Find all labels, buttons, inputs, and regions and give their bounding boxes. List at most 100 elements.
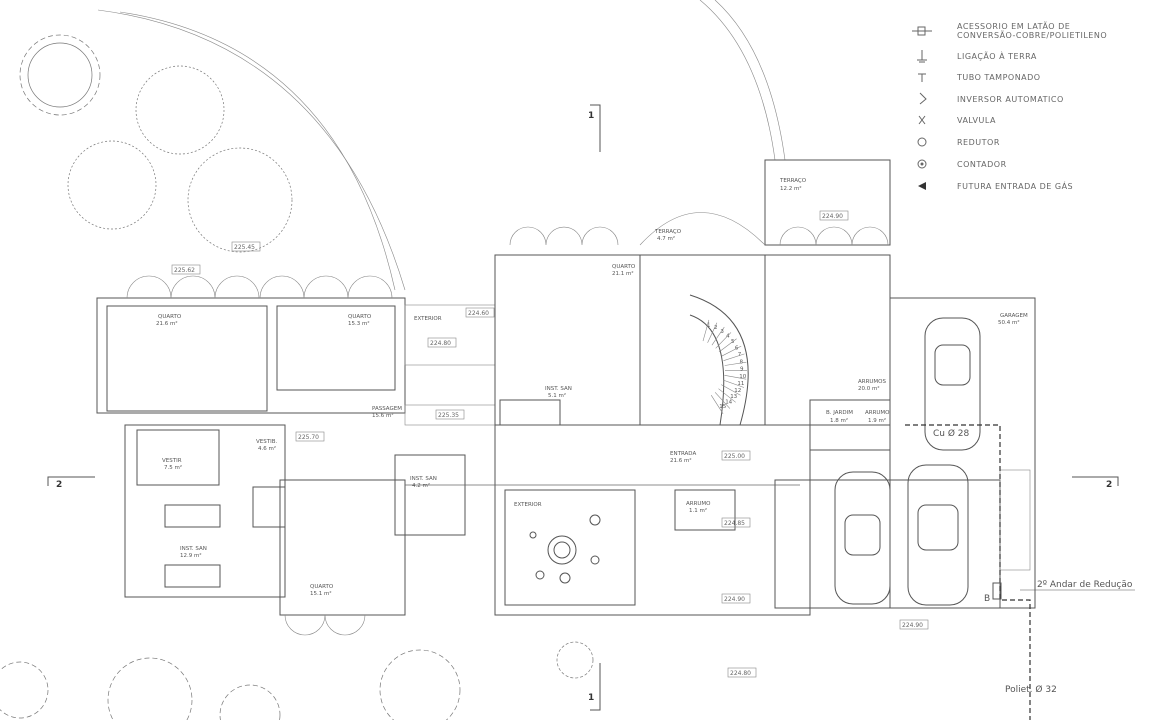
room-quarto-1-name: QUARTO	[158, 314, 182, 320]
room-terraco-1-name: TERRAÇO	[654, 229, 682, 235]
room-garagem-name: GARAGEM	[1000, 313, 1028, 319]
legend-item-3: TUBO TAMPONADO	[956, 73, 1041, 82]
stair-step-number: 10	[739, 374, 746, 380]
room-vestib-area: 4.6 m²	[258, 445, 276, 452]
room-arrumo-1-name: ARRUMO	[686, 501, 711, 507]
level-12: 224.80	[730, 670, 751, 677]
walls	[96, 159, 1036, 616]
b-mark: B	[984, 594, 990, 604]
level-4: 224.60	[468, 310, 489, 317]
stair-tread	[702, 319, 710, 342]
room-vestib-name: VESTIB.	[256, 439, 277, 445]
room-arrumo-1-area: 1.1 m²	[689, 507, 707, 514]
pipe-label: Cu Ø 28	[933, 428, 970, 439]
annotations: Cu Ø 28 2º Andar de Redução B Poliet. Ø …	[933, 428, 1135, 695]
room-instsan-2-area: 4.2 m²	[412, 482, 430, 489]
section-1-bottom: 1	[588, 693, 594, 703]
stair-tread	[714, 392, 731, 409]
stair-step-number: 7	[738, 352, 742, 358]
level-markers: 225.45 225.62 224.80 224.60 225.70 225.3…	[171, 210, 929, 678]
stair-step-number: 2	[714, 325, 718, 331]
level-7: 224.90	[822, 213, 843, 220]
room-exterior-2: EXTERIOR	[514, 502, 542, 508]
stair-step-number: 4	[726, 334, 730, 340]
trees-bottom	[0, 641, 594, 720]
stair-step-number: 15	[719, 404, 726, 410]
room-passagem-area: 15.6 m²	[372, 412, 394, 419]
stair-tread	[718, 388, 736, 403]
stair-tread	[707, 322, 718, 343]
level-9: 224.85	[724, 520, 745, 527]
site-arcs	[97, 0, 786, 291]
stair-step-number: 5	[731, 339, 735, 345]
section-2-left: 2	[56, 480, 62, 490]
valve-icon	[918, 115, 926, 125]
trees-top	[19, 34, 293, 253]
stair-tread	[715, 332, 732, 349]
room-terraco-2-area: 12.2 m²	[780, 185, 802, 192]
room-vestir-name: VESTIR	[162, 458, 182, 464]
courtyard-fountain	[529, 514, 601, 584]
stair-tread	[721, 384, 741, 396]
legend: ACESSORIO EM LATÃO DE CONVERSÃO-COBRE/PO…	[912, 21, 1107, 191]
room-bjardim-area: 1.8 m²	[830, 417, 848, 424]
level-6: 225.35	[438, 412, 459, 419]
inverter-icon	[919, 92, 927, 105]
room-quarto-3-area: 21.1 m²	[612, 270, 634, 277]
legend-item-1-line2: CONVERSÃO-COBRE/POLIETILENO	[957, 30, 1107, 40]
stair-step-number: 11	[737, 381, 744, 387]
room-terraco-1-area: 4.7 m²	[657, 235, 675, 242]
polietileno-label: Poliet. Ø 32	[1005, 684, 1057, 695]
ground-icon	[917, 50, 927, 63]
stair-step-number: 1	[707, 323, 711, 329]
room-passagem-name: PASSAGEM	[372, 406, 402, 412]
room-exterior-1: EXTERIOR	[414, 316, 442, 322]
level-3: 224.80	[430, 340, 451, 347]
stair-step-number: 9	[740, 367, 744, 373]
room-arrumo-2-area: 1.9 m²	[868, 417, 886, 424]
stair-tread	[724, 361, 747, 366]
stair-step-number: 13	[730, 394, 737, 400]
stair-tread	[723, 353, 745, 361]
legend-item-5: VALVULA	[957, 116, 996, 125]
legend-item-2: LIGAÇÃO À TERRA	[957, 50, 1037, 61]
room-instsan-3-name: INST. SAN	[545, 386, 572, 392]
stair-step-number: 14	[725, 399, 732, 405]
meter-icon	[917, 159, 927, 169]
legend-item-6: REDUTOR	[957, 138, 1000, 147]
room-quarto-3-name: QUARTO	[612, 264, 636, 270]
reducao-label: 2º Andar de Redução	[1037, 580, 1133, 590]
legend-item-4: INVERSOR AUTOMATICO	[957, 95, 1064, 104]
stair-tread	[710, 395, 724, 414]
room-instsan-1-area: 12.9 m²	[180, 552, 202, 559]
terrace-arcs	[126, 212, 889, 636]
stair-step-number: 3	[720, 329, 724, 335]
level-5: 225.70	[298, 434, 319, 441]
room-arrumos-name: ARRUMOS	[858, 379, 887, 385]
room-instsan-3-area: 5.1 m²	[548, 392, 566, 399]
room-bjardim-name: B. JARDIM	[826, 410, 853, 416]
section-markers: 1 1 2 2	[47, 104, 1119, 711]
legend-item-1-line1: ACESSORIO EM LATÃO DE	[957, 21, 1070, 31]
level-8: 225.00	[724, 453, 745, 460]
stair-tread	[711, 326, 725, 346]
room-entrada-area: 21.6 m²	[670, 457, 692, 464]
legend-item-7: CONTADOR	[957, 160, 1007, 169]
stair-step-number: 12	[734, 388, 741, 394]
room-vestir-area: 7.5 m²	[164, 464, 182, 471]
stair-tread	[721, 345, 742, 357]
room-quarto-2-area: 15.3 m²	[348, 320, 370, 327]
stair-tread	[724, 375, 747, 380]
garage-ramp	[999, 469, 1031, 571]
stair-step-number: 8	[740, 359, 744, 365]
connector-icon	[912, 26, 932, 36]
section-2-right: 2	[1106, 480, 1112, 490]
room-entrada-name: ENTRADA	[670, 451, 696, 457]
room-instsan-2-name: INST. SAN	[410, 476, 437, 482]
level-11: 224.90	[902, 622, 923, 629]
room-arrumo-2-name: ARRUMO	[865, 410, 890, 416]
legend-item-8: FUTURA ENTRADA DE GÁS	[957, 180, 1073, 191]
cars	[834, 317, 981, 606]
room-instsan-1-name: INST. SAN	[180, 546, 207, 552]
